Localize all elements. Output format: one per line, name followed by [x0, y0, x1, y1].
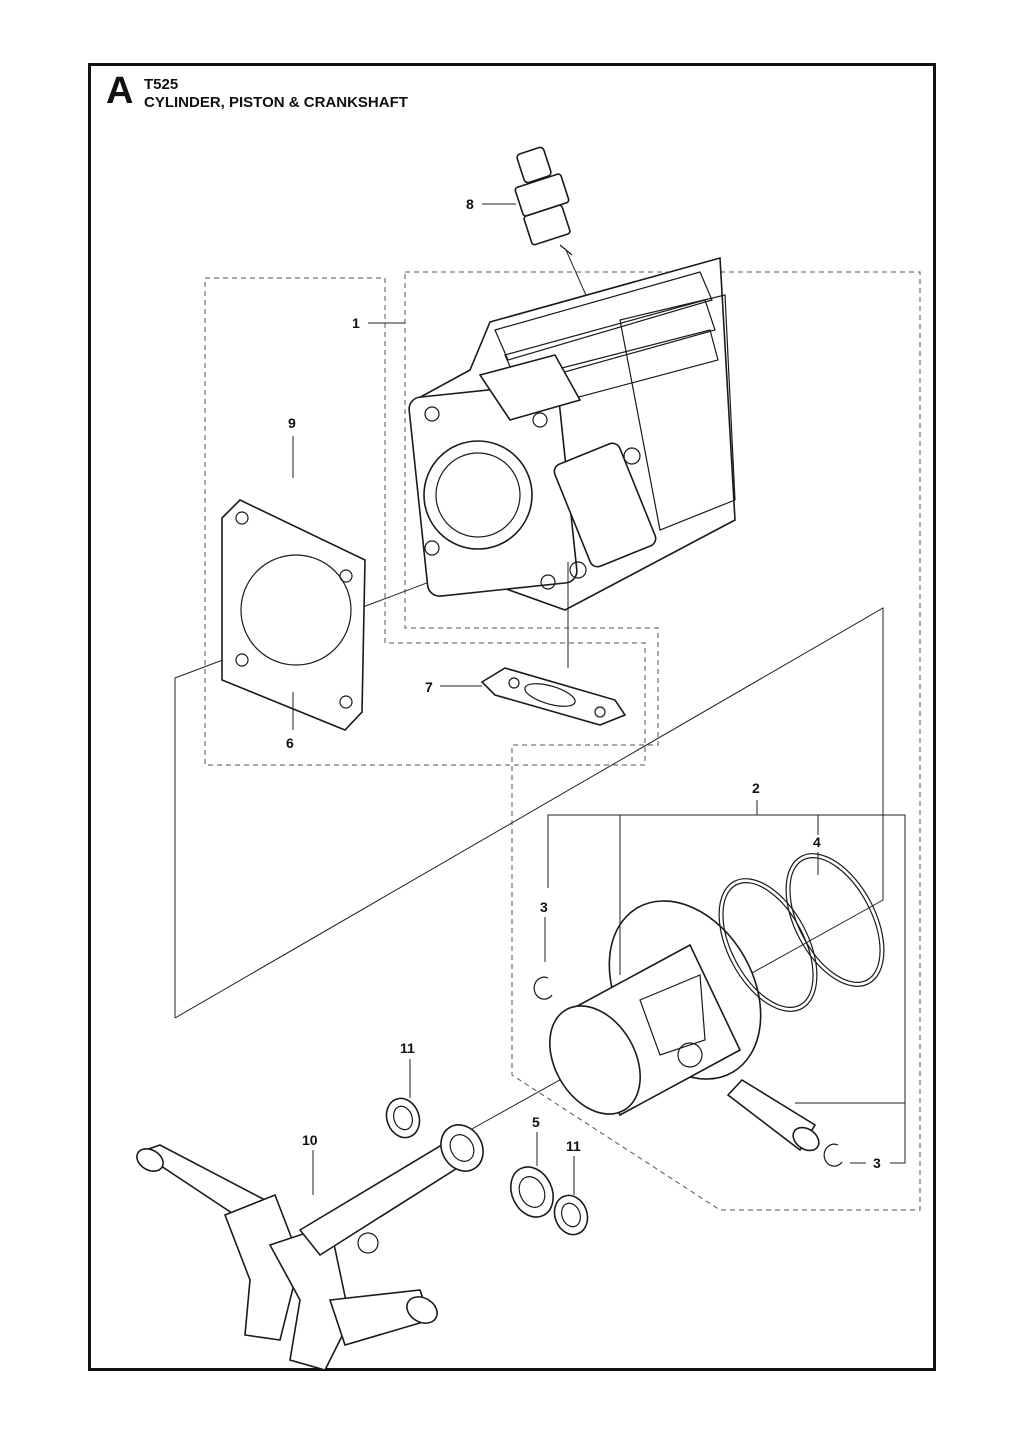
callout-6: 6	[286, 735, 294, 751]
thrust-washer-part	[385, 1097, 589, 1236]
spark-plug-part	[514, 146, 597, 319]
model-number: T525	[144, 76, 179, 93]
callout-7: 7	[425, 679, 433, 695]
piston-part	[549, 900, 762, 1117]
page-frame	[88, 63, 936, 1371]
cylinder-part	[408, 256, 736, 611]
callout-9: 9	[288, 415, 296, 431]
piston-pin-part	[726, 1078, 820, 1152]
cylinder-gasket-part	[221, 499, 366, 731]
callout-1: 1	[352, 315, 360, 331]
diagram-title: CYLINDER, PISTON & CRANKSHAFT	[144, 94, 408, 111]
callout-2: 2	[752, 780, 760, 796]
crankshaft-part	[136, 1124, 484, 1371]
section-letter: A	[106, 70, 134, 112]
callout-11: 11	[566, 1138, 581, 1154]
axis-leader	[174, 607, 884, 1019]
leader-2	[547, 814, 906, 1164]
cylinder-group-outline	[404, 271, 921, 1211]
callout-3: 3	[540, 899, 548, 915]
callout-8: 8	[466, 196, 474, 212]
circlip-part	[533, 976, 843, 1167]
callout-11: 11	[400, 1040, 415, 1056]
exhaust-gasket-part	[480, 667, 627, 726]
callout-3: 3	[873, 1155, 881, 1171]
gasket-group-outline	[204, 277, 646, 766]
callout-5: 5	[532, 1114, 540, 1130]
callout-10: 10	[302, 1132, 318, 1148]
needle-bearing-part	[510, 1166, 554, 1218]
callout-4: 4	[813, 834, 821, 850]
piston-rings-part	[718, 853, 885, 1012]
